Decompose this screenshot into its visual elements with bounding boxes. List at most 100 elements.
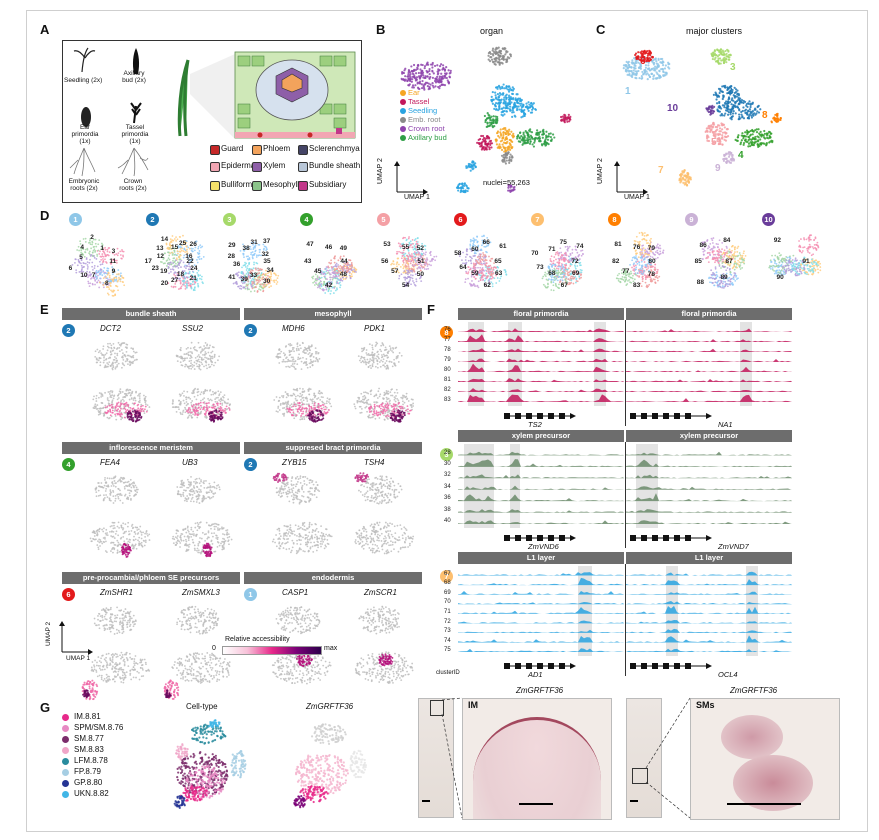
- subcluster-label-52: 52: [416, 244, 424, 252]
- subcluster-label-9: 9: [111, 268, 116, 276]
- track-3: [458, 358, 624, 362]
- f-tracks-1-left: [458, 444, 624, 541]
- subcluster-6-blob-4: [465, 260, 498, 282]
- track-3: [458, 485, 624, 490]
- track-0: [458, 572, 624, 576]
- track-1: [458, 334, 624, 342]
- track-5: [626, 619, 792, 624]
- subcluster-label-54: 54: [402, 282, 410, 289]
- hot-a: [295, 653, 313, 667]
- cluster-label-1: 1: [625, 86, 631, 97]
- track-2: [626, 474, 792, 479]
- e-header-1-left: inflorescence meristem: [62, 442, 240, 454]
- f-tick-2-8: 75: [444, 647, 451, 654]
- f-tracks-0-left: [458, 322, 624, 419]
- cluster-8-blob: [770, 112, 782, 124]
- subcluster-label-16: 16: [185, 252, 193, 260]
- legend-swatch-7: [252, 181, 262, 191]
- subcluster-label-38: 38: [242, 244, 250, 252]
- subcluster-label-88: 88: [696, 278, 705, 286]
- f-tracks-2-right: [626, 566, 792, 669]
- subcluster-badge-9: 9: [684, 212, 699, 227]
- cluster-label-10: 10: [667, 103, 679, 114]
- subcluster-5-blob-5: [395, 236, 419, 263]
- f-tick-0-6: 82: [444, 387, 451, 393]
- legend-swatch-1: [252, 145, 262, 155]
- e-badge-0-right: 2: [244, 324, 257, 337]
- legend-swatch-8: [298, 181, 308, 191]
- track-1: [626, 459, 792, 467]
- highlight-1: [508, 322, 522, 406]
- umap-axis-arrows-c: [614, 161, 648, 195]
- spm-cluster: [185, 765, 227, 799]
- track-0: [458, 328, 624, 332]
- e-umap-2-left-1: [163, 605, 231, 700]
- sm83-cluster: [175, 743, 189, 761]
- panel-letter-d: D: [40, 208, 50, 223]
- subcluster-label-45: 45: [314, 267, 322, 275]
- cluster-5-blob: [704, 121, 730, 146]
- scale-min: 0: [212, 645, 216, 652]
- f-tick-0-7: 83: [444, 397, 451, 403]
- f-tick-0-1: 77: [444, 337, 451, 343]
- e-header-2-right: endodermis: [244, 572, 422, 584]
- subcluster-8-blob-4: [615, 267, 637, 286]
- track-6: [626, 628, 792, 633]
- track-2: [626, 591, 792, 595]
- f-gene-1-left: ZmVND6: [528, 542, 559, 551]
- subcluster-label-30: 30: [262, 277, 271, 285]
- blob-tassel-b: [559, 113, 572, 124]
- grey-bottom: [90, 651, 151, 684]
- cluster-2b-blob: [716, 99, 762, 121]
- panel-letter-b: B: [376, 22, 386, 37]
- blob-crown-root: [400, 61, 452, 91]
- legend-label-8: Subsidiary: [309, 180, 347, 189]
- subcluster-label-31: 31: [250, 239, 258, 247]
- hot-b: [208, 409, 224, 423]
- subcluster-label-83: 83: [633, 282, 641, 289]
- grey-top: [358, 605, 400, 635]
- e-header-2-left: pre-procambial/phloem SE precursors: [62, 572, 240, 584]
- f-header-2-right: L1 layer: [626, 552, 792, 564]
- subcluster-label-36: 36: [233, 261, 241, 269]
- subcluster-2-blob-3: [165, 234, 192, 261]
- subcluster-label-8: 8: [104, 279, 109, 287]
- subcluster-label-61: 61: [499, 242, 507, 250]
- e-umap-0-left-0: [92, 341, 151, 423]
- ukn-cluster: [208, 719, 221, 729]
- subcluster-label-13: 13: [156, 244, 164, 252]
- subcluster-label-1: 1: [100, 245, 105, 253]
- subcluster-label-76: 76: [633, 244, 641, 251]
- hot-gp: [293, 795, 307, 809]
- f-gene-0-left: TS2: [528, 420, 542, 429]
- f-tick-2-3: 70: [444, 599, 451, 606]
- subcluster-label-74: 74: [576, 242, 584, 250]
- g-legend-dot-5: [62, 769, 69, 776]
- f-tick-2-4: 71: [444, 609, 451, 616]
- scale-bar-right-thumb: [630, 800, 638, 802]
- highlight-0: [464, 444, 494, 528]
- organ-label-crown-roots: Crown roots (2x): [119, 178, 147, 192]
- organ-label-tassel-primordia: Tassel primordia (1x): [121, 124, 149, 145]
- subcluster-umap-5: [390, 236, 438, 288]
- panel-letter-c: C: [596, 22, 606, 37]
- hot-a: [286, 401, 330, 419]
- subcluster-label-57: 57: [391, 267, 399, 275]
- subcluster-label-78: 78: [647, 271, 655, 279]
- f-divider-2: [625, 564, 626, 676]
- e-header-0-right: mesophyll: [244, 308, 422, 320]
- track-4: [626, 605, 792, 614]
- g-legend-label-2: SM.8.77: [74, 734, 104, 743]
- organ-legend-label-2: Seedling: [408, 106, 438, 115]
- cluster-label-5: 5: [711, 137, 717, 148]
- f-tick-1-6: 40: [444, 518, 451, 525]
- cluster-4-blob: [734, 128, 774, 148]
- g-legend-label-1: SPM/SM.8.76: [74, 723, 124, 732]
- cluster-6-blob: [634, 49, 654, 63]
- g-legend-label-3: SM.8.83: [74, 745, 104, 754]
- subcluster-label-65: 65: [494, 258, 502, 265]
- subcluster-label-25: 25: [178, 240, 187, 248]
- subcluster-label-48: 48: [339, 271, 347, 279]
- legend-label-2: Sclerenchmya: [309, 144, 360, 153]
- subcluster-label-70: 70: [531, 249, 539, 257]
